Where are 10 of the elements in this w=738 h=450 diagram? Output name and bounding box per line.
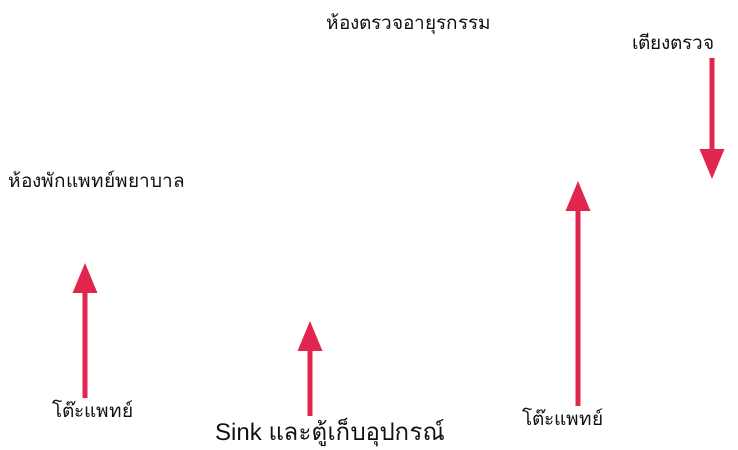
callout-label: โต๊ะแพทย์ <box>522 408 603 432</box>
room-label: ห้องพักแพทย์พยาบาล <box>8 170 185 194</box>
leader-arrow <box>72 263 98 398</box>
leader-arrow <box>298 321 322 416</box>
room-label: ห้องตรวจอายุรกรรม <box>326 12 491 36</box>
callout-label: Sink และตู้เก็บอุปกรณ์ <box>215 418 444 447</box>
leader-arrow <box>700 58 724 179</box>
callout-label: เตียงตรวจ <box>632 32 714 56</box>
leader-arrow <box>566 181 590 406</box>
callout-label: โต๊ะแพทย์ <box>52 400 133 424</box>
